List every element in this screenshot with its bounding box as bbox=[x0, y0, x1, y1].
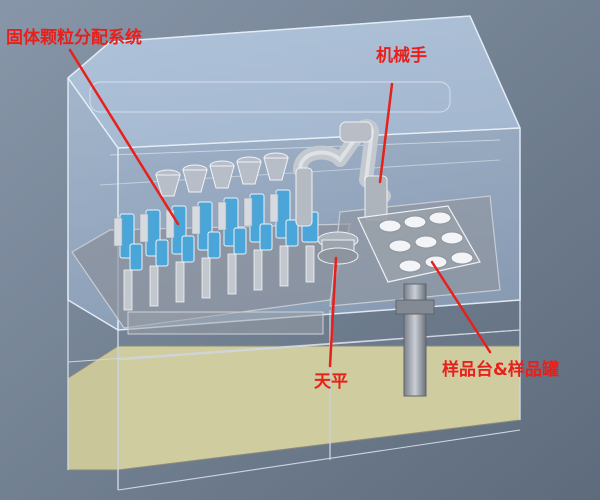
callout-leaders bbox=[68, 48, 492, 368]
robot-arm bbox=[293, 119, 391, 227]
sample-stage bbox=[357, 205, 481, 397]
label-balance: 天平 bbox=[314, 372, 348, 392]
label-robot-arm: 机械手 bbox=[376, 46, 427, 66]
balance-unit bbox=[317, 231, 359, 265]
hopper-row bbox=[155, 152, 289, 197]
label-sample-stage-and-jars: 样品台&样品罐 bbox=[442, 360, 559, 380]
label-granule-distribution-system: 固体颗粒分配系统 bbox=[6, 28, 142, 48]
